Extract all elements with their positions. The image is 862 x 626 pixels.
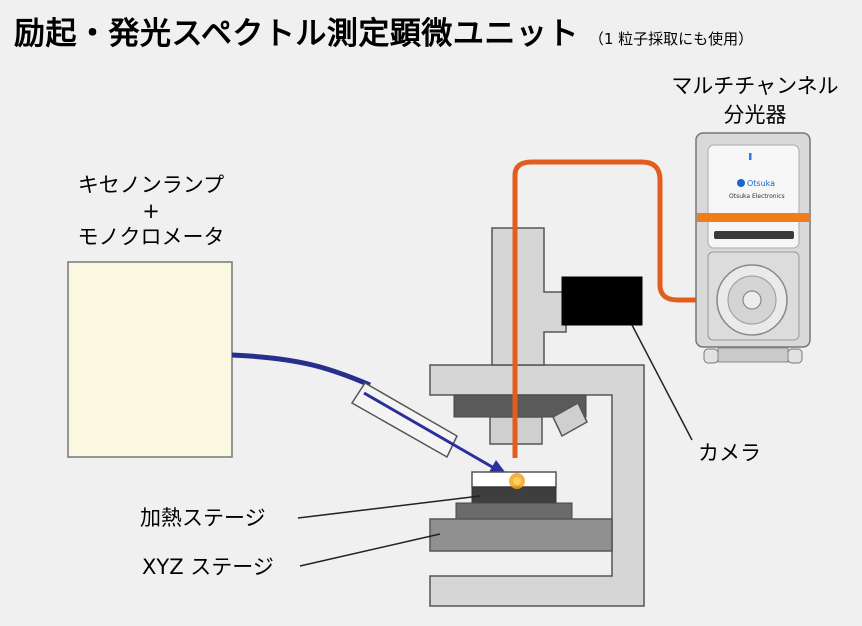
stage-block <box>455 502 573 520</box>
foot-left <box>703 348 719 364</box>
orange-fiber <box>512 159 722 458</box>
spectrometer-label: マルチチャンネル 分光器 <box>671 74 839 127</box>
brand-name: Otsuka <box>747 179 775 188</box>
camera-label: カメラ <box>698 441 761 465</box>
heating-stage-label: 加熱ステージ <box>140 506 266 530</box>
xyz-stage <box>429 518 613 552</box>
foot-right <box>787 348 803 364</box>
brand-logo-icon <box>737 179 745 187</box>
spectrometer-slot <box>714 231 794 239</box>
camera-leader <box>631 324 693 441</box>
camera-body <box>561 276 643 326</box>
diagram-title: 励起・発光スペクトル測定顕微ユニット （1 粒子採取にも使用） <box>14 8 753 53</box>
light-source-label: キセノンランプ + モノクロメータ <box>77 173 225 249</box>
blue-fiber <box>231 352 371 388</box>
title-main: 励起・発光スペクトル測定顕微ユニット <box>14 16 579 52</box>
xyz-stage-label: XYZ ステージ <box>142 555 274 579</box>
spectrometer-led <box>749 153 752 160</box>
side-objective <box>552 401 588 438</box>
orange-band <box>697 213 810 222</box>
spectrometer-base <box>717 347 789 363</box>
xyz-stage-leader <box>299 533 441 567</box>
heating-stage-leader <box>297 495 481 519</box>
excitation-beam <box>363 391 495 470</box>
spectrometer-panel <box>707 144 800 249</box>
brand-sub: Otsuka Electronics <box>729 193 785 200</box>
heating-stage <box>471 486 557 504</box>
title-sub: （1 粒子採取にも使用） <box>588 30 754 48</box>
light-source-box <box>67 261 233 458</box>
microscope-column <box>491 227 567 366</box>
